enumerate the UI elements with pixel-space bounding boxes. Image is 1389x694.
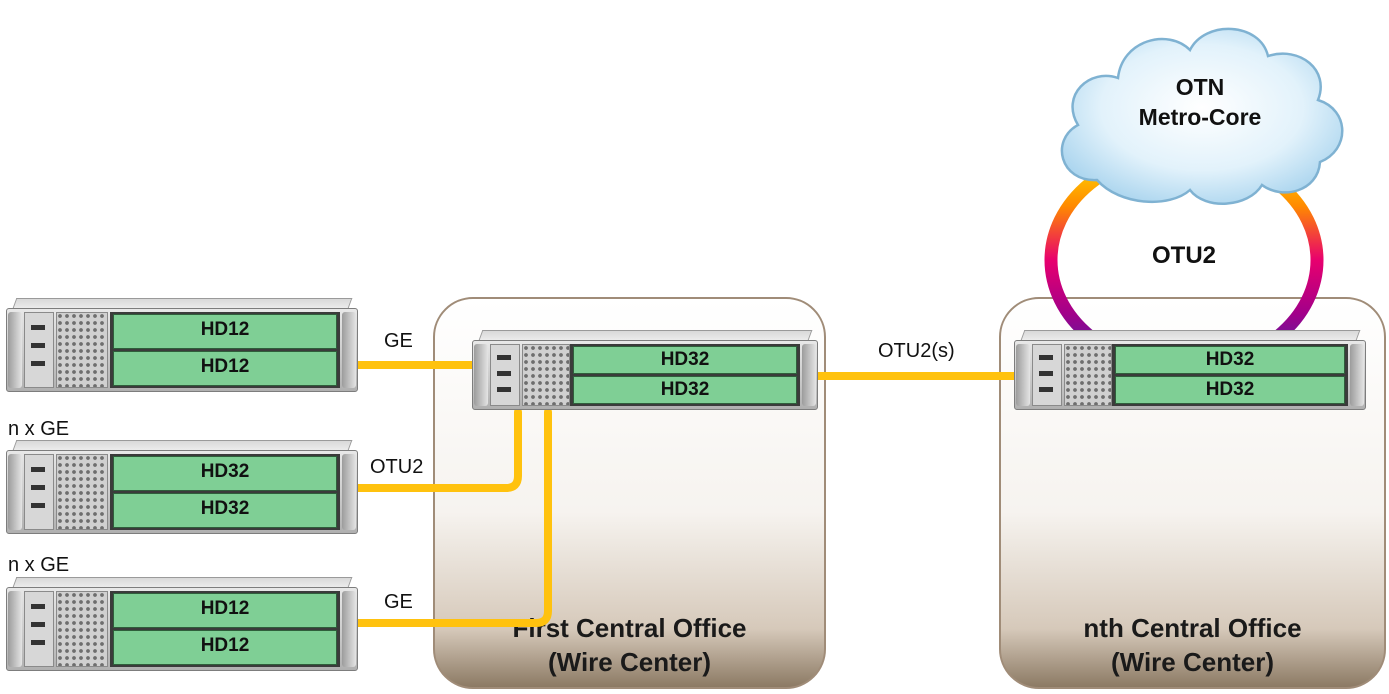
chassis-first-co: HD32 HD32 xyxy=(472,330,818,416)
ring-label: OTU2 xyxy=(1152,242,1216,270)
rack-ear-icon xyxy=(342,454,356,530)
card-slots: HD12 HD12 xyxy=(110,591,340,667)
fan-vent-icon xyxy=(1064,344,1112,406)
front-panel-icon xyxy=(24,454,54,530)
cloud-label: OTN Metro-Core xyxy=(1100,72,1300,132)
rack-ear-icon xyxy=(8,312,22,388)
chassis-left-top: HD12 HD12 xyxy=(6,298,358,398)
link-label-nxge-2: n x GE xyxy=(8,554,69,577)
fan-vent-icon xyxy=(56,454,108,530)
rack-ear-icon xyxy=(474,344,488,406)
card-hd12-lower: HD12 xyxy=(113,351,337,386)
card-hd32-lower: HD32 xyxy=(573,376,797,404)
link-label-ge-top: GE xyxy=(384,330,413,353)
card-slots: HD32 HD32 xyxy=(110,454,340,530)
rack-ear-icon xyxy=(802,344,816,406)
front-panel-icon xyxy=(1032,344,1062,406)
cloud-label-line2: Metro-Core xyxy=(1100,102,1300,132)
card-hd32-upper: HD32 xyxy=(113,456,337,491)
link-label-otu2-mid: OTU2 xyxy=(370,456,423,479)
link-label-otu2s: OTU2(s) xyxy=(878,340,955,363)
card-hd12-upper: HD12 xyxy=(113,593,337,628)
link-label-ge-bottom: GE xyxy=(384,591,413,614)
card-hd32-upper: HD32 xyxy=(573,346,797,374)
front-panel-icon xyxy=(490,344,520,406)
card-hd32-lower: HD32 xyxy=(113,493,337,528)
chassis-left-mid: HD32 HD32 xyxy=(6,440,358,540)
front-panel-icon xyxy=(24,312,54,388)
fan-vent-icon xyxy=(56,591,108,667)
rack-ear-icon xyxy=(342,312,356,388)
card-hd12-upper: HD12 xyxy=(113,314,337,349)
fan-vent-icon xyxy=(522,344,570,406)
rack-ear-icon xyxy=(8,454,22,530)
card-slots: HD32 HD32 xyxy=(570,344,800,406)
chassis-nth-co: HD32 HD32 xyxy=(1014,330,1366,416)
rack-ear-icon xyxy=(1016,344,1030,406)
rack-ear-icon xyxy=(8,591,22,667)
rack-ear-icon xyxy=(342,591,356,667)
front-panel-icon xyxy=(24,591,54,667)
card-slots: HD12 HD12 xyxy=(110,312,340,388)
rack-ear-icon xyxy=(1350,344,1364,406)
card-hd32-lower: HD32 xyxy=(1115,376,1345,404)
cloud-label-line1: OTN xyxy=(1100,72,1300,102)
link-label-nxge-1: n x GE xyxy=(8,418,69,441)
chassis-left-bottom: HD12 HD12 xyxy=(6,577,358,677)
card-hd12-lower: HD12 xyxy=(113,630,337,665)
card-slots: HD32 HD32 xyxy=(1112,344,1348,406)
card-hd32-upper: HD32 xyxy=(1115,346,1345,374)
fan-vent-icon xyxy=(56,312,108,388)
